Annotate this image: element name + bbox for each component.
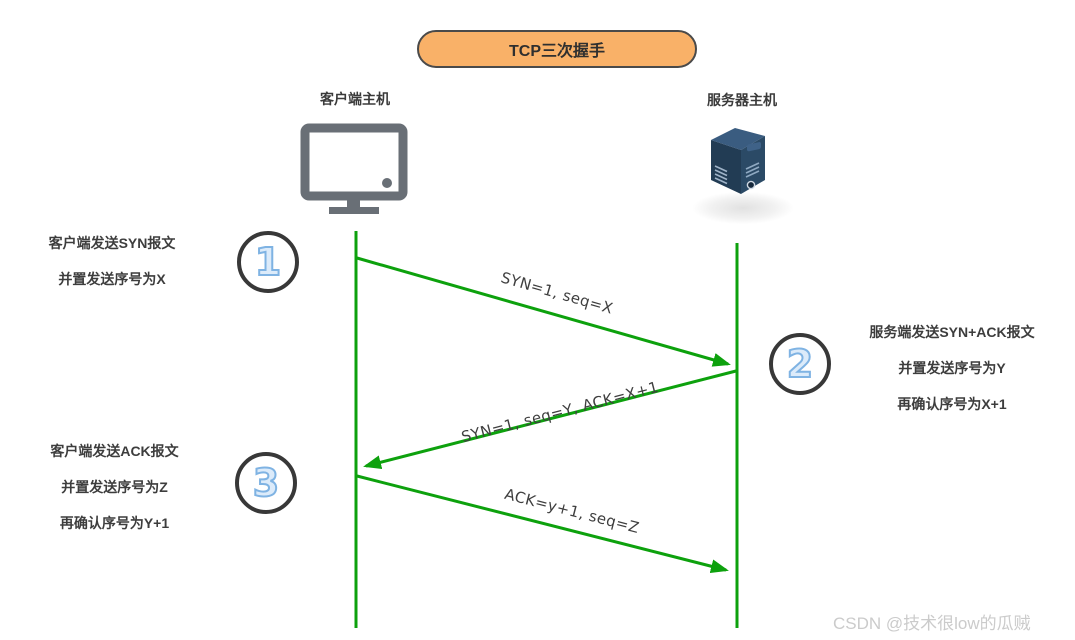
note-line: 并置发送序号为Z bbox=[61, 479, 168, 495]
note-step-3: 客户端发送ACK报文 并置发送序号为Z 再确认序号为Y+1 bbox=[22, 444, 207, 552]
message-syn-ack: SYN=1, seq=Y, ACK=X+1 bbox=[459, 377, 661, 447]
note-line: 并置发送序号为Y bbox=[898, 360, 1006, 376]
server-tower-icon bbox=[711, 128, 765, 194]
title-badge: TCP三次握手 bbox=[417, 30, 697, 68]
note-line: 服务端发送SYN+ACK报文 bbox=[869, 324, 1035, 340]
step-number-3: 3 bbox=[252, 461, 280, 505]
note-step-1: 客户端发送SYN报文 并置发送序号为X bbox=[22, 236, 202, 308]
page-title: TCP三次握手 bbox=[508, 43, 605, 60]
note-line: 并置发送序号为X bbox=[58, 271, 166, 287]
client-monitor-icon bbox=[300, 123, 408, 214]
step-number-2: 2 bbox=[786, 342, 814, 386]
note-step-2: 服务端发送SYN+ACK报文 并置发送序号为Y 再确认序号为X+1 bbox=[852, 325, 1052, 433]
step-circle-2: 2 bbox=[769, 333, 831, 395]
client-host-label: 客户端主机 bbox=[320, 91, 390, 107]
arrow-ack bbox=[356, 474, 729, 574]
arrow-syn bbox=[356, 256, 731, 367]
message-syn: SYN=1, seq=X bbox=[498, 268, 616, 318]
step-circle-1: 1 bbox=[237, 231, 299, 293]
step-circle-3: 3 bbox=[235, 452, 297, 514]
note-line: 再确认序号为X+1 bbox=[897, 396, 1007, 412]
note-line: 客户端发送SYN报文 bbox=[48, 235, 176, 251]
note-line: 再确认序号为Y+1 bbox=[59, 515, 170, 531]
server-shadow bbox=[693, 192, 793, 224]
step-number-1: 1 bbox=[254, 240, 282, 284]
message-ack: ACK=y+1, seq=Z bbox=[502, 484, 642, 538]
watermark: CSDN @技术很low的瓜贼 bbox=[833, 614, 1031, 633]
server-host-label: 服务器主机 bbox=[707, 92, 777, 108]
note-line: 客户端发送ACK报文 bbox=[50, 443, 179, 459]
